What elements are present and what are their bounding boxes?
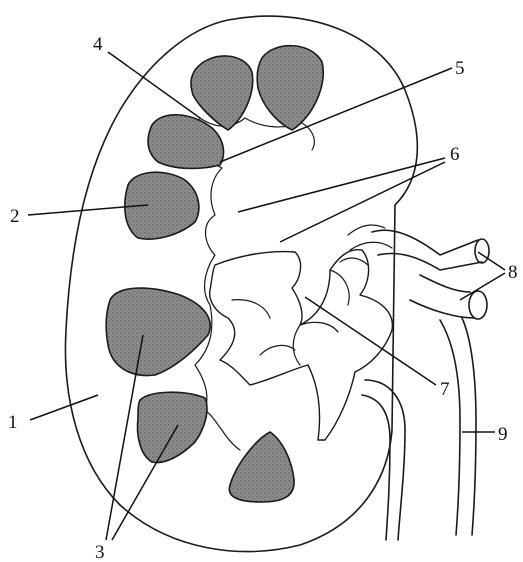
- label-1: 1: [8, 412, 18, 433]
- renal-artery: [372, 230, 482, 270]
- renal-vein-opening: [469, 291, 487, 319]
- leader-8a: [478, 252, 505, 270]
- label-5: 5: [455, 58, 465, 79]
- label-6: 6: [450, 144, 460, 165]
- renal-pyramid-lower-left: [138, 392, 207, 462]
- label-7: 7: [440, 379, 450, 400]
- ureter-inner: [362, 395, 390, 540]
- renal-pelvis: [210, 250, 393, 440]
- renal-pyramid-large-left: [106, 288, 210, 375]
- leader-8b: [460, 273, 505, 300]
- renal-pyramid-top-right: [257, 46, 323, 130]
- label-8: 8: [508, 262, 518, 283]
- renal-pyramid-upper-left: [148, 115, 223, 169]
- leader-6b: [280, 162, 445, 242]
- label-9: 9: [498, 424, 508, 445]
- ureter: [365, 380, 405, 540]
- ureter-outer-left: [440, 320, 460, 535]
- label-4: 4: [93, 34, 103, 55]
- label-3: 3: [95, 542, 105, 562]
- renal-artery-opening: [475, 239, 489, 263]
- renal-pyramid-bottom: [229, 432, 294, 502]
- leader-1: [30, 395, 98, 420]
- ureter-outer-right: [462, 318, 476, 535]
- leader-6a: [238, 158, 445, 212]
- label-2: 2: [10, 206, 20, 227]
